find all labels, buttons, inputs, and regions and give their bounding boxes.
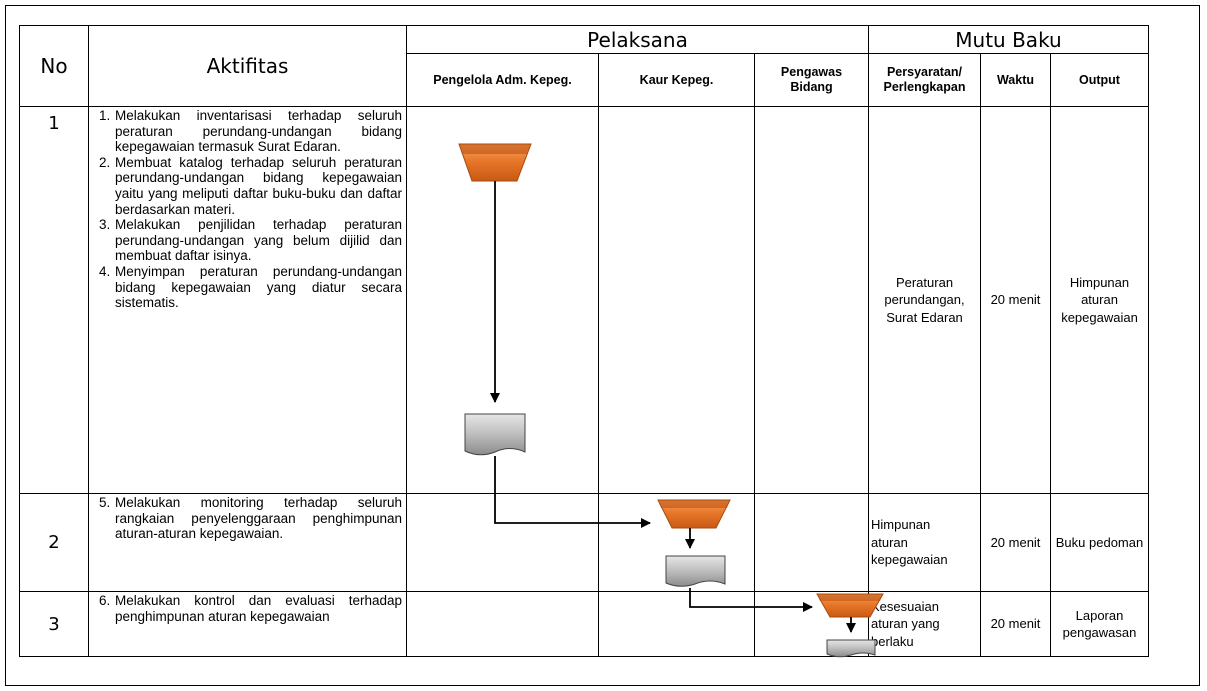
row-number: 1 — [19, 106, 89, 494]
header-pelaksana: Pelaksana — [406, 25, 869, 54]
activity-text: Melakukan inventarisasi terhadap seluruh… — [115, 108, 402, 155]
lane-pengawas-cell — [754, 493, 869, 592]
header-waktu: Waktu — [980, 53, 1051, 107]
lane-pengelola-cell — [406, 493, 599, 592]
persyaratan-text: Kesesuaian aturan yang berlaku — [871, 598, 940, 649]
table-row: 1 1. Melakukan inventarisasi terhadap se… — [19, 106, 1149, 494]
activity-item: 4. Menyimpan peraturan perundang-undanga… — [93, 264, 402, 311]
lane-pengawas-cell — [754, 106, 869, 494]
activity-number: 1. — [99, 108, 111, 123]
waktu-cell: 20 menit — [980, 591, 1051, 657]
waktu-cell: 20 menit — [980, 493, 1051, 592]
activity-number: 3. — [99, 217, 111, 233]
activity-item: 2. Membuat katalog terhadap seluruh pera… — [93, 155, 402, 217]
activity-item: 1. Melakukan inventarisasi terhadap selu… — [93, 108, 402, 155]
activity-cell: 6. Melakukan kontrol dan evaluasi terhad… — [88, 591, 407, 657]
lane-kaur-cell — [598, 493, 755, 592]
lane-kaur-cell — [598, 591, 755, 657]
output-cell: Himpunan aturan kepegawaian — [1050, 106, 1149, 494]
activity-number: 2. — [99, 154, 111, 170]
lane-pengawas-cell — [754, 591, 869, 657]
persyaratan-cell: Kesesuaian aturan yang berlaku — [868, 591, 981, 657]
activity-text: Membuat katalog terhadap seluruh peratur… — [115, 154, 402, 217]
row-number: 2 — [19, 493, 89, 592]
header-pengelola: Pengelola Adm. Kepeg. — [406, 53, 599, 107]
header-pengawas-label: Pengawas Bidang — [780, 65, 843, 94]
header-pengawas: Pengawas Bidang — [754, 53, 869, 107]
persyaratan-text: Himpunan aturan kepegawaian — [871, 517, 948, 568]
row-number: 3 — [19, 591, 89, 657]
activity-text: Melakukan kontrol dan evaluasi terhadap … — [115, 593, 402, 624]
header-kaur: Kaur Kepeg. — [598, 53, 755, 107]
persyaratan-cell: Peraturan perundangan, Surat Edaran — [868, 106, 981, 494]
activity-cell: 5. Melakukan monitoring terhadap seluruh… — [88, 493, 407, 592]
lane-pengelola-cell — [406, 106, 599, 494]
output-text: Himpunan aturan kepegawaian — [1061, 274, 1138, 325]
table-row: 2 5. Melakukan monitoring terhadap selur… — [19, 493, 1149, 592]
lane-kaur-cell — [598, 106, 755, 494]
output-cell: Laporan pengawasan — [1050, 591, 1149, 657]
header-persyaratan-label: Persyaratan/ Perlengkapan — [883, 65, 966, 94]
header-persyaratan: Persyaratan/ Perlengkapan — [868, 53, 981, 107]
output-text: Laporan pengawasan — [1062, 607, 1137, 641]
activity-number: 5. — [99, 495, 111, 510]
header-output: Output — [1050, 53, 1149, 107]
activity-text: Melakukan monitoring terhadap seluruh ra… — [115, 495, 402, 542]
activity-number: 4. — [99, 263, 111, 279]
activity-item: 5. Melakukan monitoring terhadap seluruh… — [93, 495, 402, 542]
activity-number: 6. — [99, 593, 111, 608]
lane-pengelola-cell — [406, 591, 599, 657]
persyaratan-text: Peraturan perundangan, Surat Edaran — [884, 274, 965, 325]
activity-item: 6. Melakukan kontrol dan evaluasi terhad… — [93, 593, 402, 624]
table-row: 3 6. Melakukan kontrol dan evaluasi terh… — [19, 591, 1149, 657]
header-mutu-baku: Mutu Baku — [868, 25, 1149, 54]
activity-text: Menyimpan peraturan perundang-undangan b… — [115, 263, 402, 311]
header-aktifitas: Aktifitas — [88, 25, 407, 107]
activity-text: Melakukan penjilidan terhadap peraturan … — [115, 217, 402, 264]
sop-table: No Aktifitas Pelaksana Mutu Baku Pengelo… — [19, 25, 1149, 657]
page-frame — [5, 5, 1200, 686]
output-cell: Buku pedoman — [1050, 493, 1149, 592]
activity-cell: 1. Melakukan inventarisasi terhadap selu… — [88, 106, 407, 494]
waktu-cell: 20 menit — [980, 106, 1051, 494]
header-no: No — [19, 25, 89, 107]
activity-item: 3. Melakukan penjilidan terhadap peratur… — [93, 217, 402, 264]
persyaratan-cell: Himpunan aturan kepegawaian — [868, 493, 981, 592]
